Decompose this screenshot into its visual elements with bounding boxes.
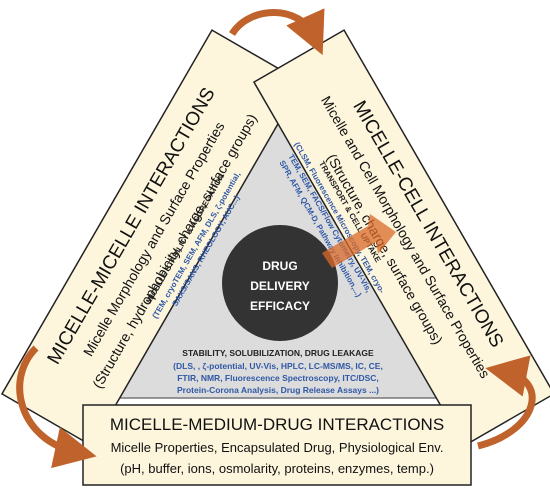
center-line-1: DRUG <box>262 259 297 273</box>
bottom-inner-methods-1: (DLS, , ζ-potential, UV-Vis, HPLC, LC-MS… <box>173 361 383 371</box>
top-curved-arrow-icon <box>229 8 325 56</box>
center-circle <box>222 225 338 341</box>
bottom-panel-title: MICELLE-MEDIUM-DRUG INTERACTIONS <box>110 415 444 434</box>
uptake-arrow-icon <box>322 214 396 268</box>
bottom-right-curved-arrow-icon <box>477 355 536 450</box>
bottom-panel-detail: (pH, buffer, ions, osmolarity, proteins,… <box>120 461 434 476</box>
bottom-panel: MICELLE-MEDIUM-DRUG INTERACTIONS Micelle… <box>82 404 472 486</box>
bottom-left-curved-arrow-icon <box>16 345 97 469</box>
center-line-3: EFFICACY <box>250 299 310 313</box>
bottom-inner-heading: STABILITY, SOLUBILIZATION, DRUG LEAKAGE <box>182 348 374 358</box>
bottom-inner-methods-3: Protein-Corona Analysis, Drug Release As… <box>177 385 379 395</box>
bottom-inner-methods-2: FTIR, NMR, Fluorescence Spectroscopy, IT… <box>177 373 379 383</box>
bottom-inner-block: STABILITY, SOLUBILIZATION, DRUG LEAKAGE … <box>173 348 383 395</box>
center-line-2: DELIVERY <box>250 279 310 293</box>
bottom-panel-subtitle: Micelle Properties, Encapsulated Drug, P… <box>111 440 444 455</box>
